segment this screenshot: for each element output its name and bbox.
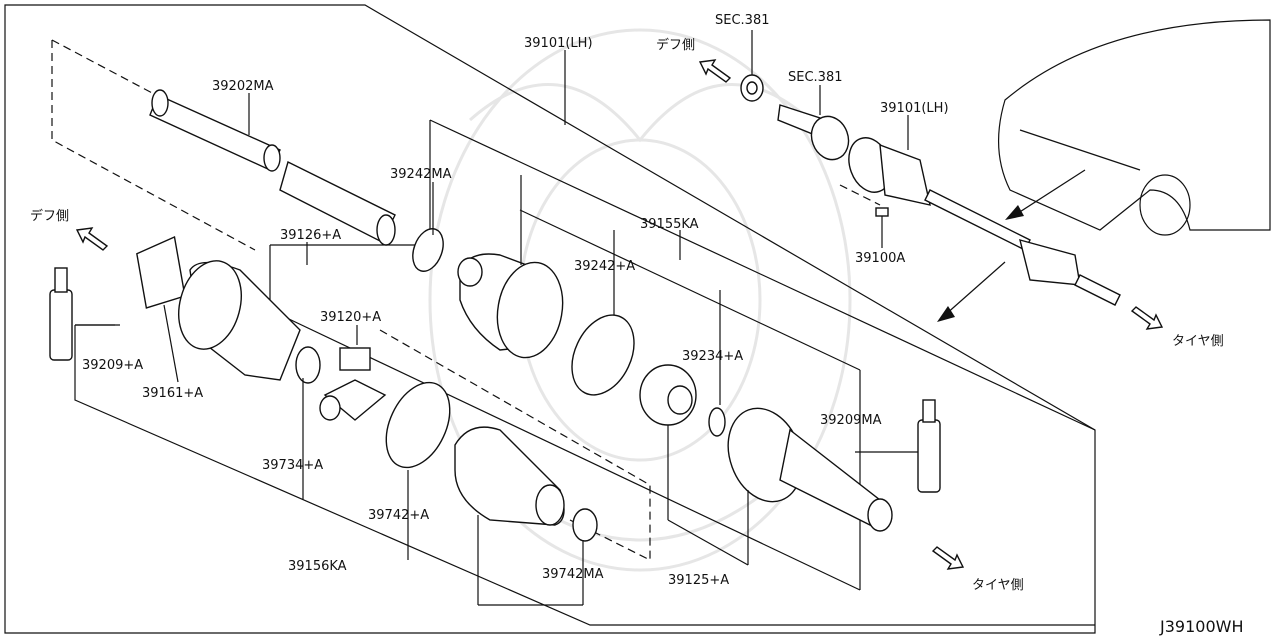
grease-tube-39209A [49,267,73,361]
label-39242A: 39242+A [574,259,635,274]
label-tire-side-bottom: タイヤ側 [972,578,1024,593]
flange-sec381 [777,104,850,161]
label-diff-side-top: デフ側 [656,37,695,53]
label-tire-side-right: タイヤ側 [1172,334,1224,349]
label-39202MA: 39202MA [212,79,274,94]
diff-arrow-left-icon [75,227,109,251]
housing-39161 [136,235,301,381]
band-39742A [385,381,451,469]
band-39242A [571,314,635,396]
grease-tube-39209MA [917,399,941,493]
tire-arrow-bottom-icon [931,546,965,570]
diagram-code: J39100WH [1159,617,1243,636]
spider-39120 [319,347,387,421]
label-39161A: 39161+A [142,386,203,401]
label-39209A: 39209+A [82,358,143,373]
label-39209MA: 39209MA [820,413,882,428]
tire-arrow-right-icon [1130,306,1164,330]
bolt-39100A [875,207,889,232]
label-39100A: 39100A [855,251,905,266]
boot-lower [454,426,565,526]
label-39126A: 39126+A [280,228,341,243]
label-39101LH-mid: 39101(LH) [880,101,949,116]
seal-secant381 [740,74,764,102]
label-39234A: 39234+A [682,349,743,364]
watermark-emblem [428,28,852,572]
boot-upper [457,253,564,359]
leader-lines [75,30,918,606]
circlip-39234 [708,407,726,437]
pointer-arrows [937,169,1086,322]
label-39120A: 39120+A [320,310,381,325]
label-39101LH-top: 39101(LH) [524,36,593,51]
inner-race-39125 [639,364,697,426]
shaft-39202MA [149,89,396,246]
band-39242MA [412,228,444,272]
label-39125A: 39125+A [668,573,729,588]
outer-joint [727,407,893,532]
band-39742MA [572,508,598,542]
label-39156KA: 39156KA [288,559,347,574]
label-39242MA: 39242MA [390,167,452,182]
frame [4,4,1096,634]
diff-arrow-top-icon [698,59,732,83]
snap-ring-39734 [295,346,321,384]
label-39742MA: 39742MA [542,567,604,582]
label-sec381-b: SEC.381 [788,70,843,85]
label-39742A: 39742+A [368,508,429,523]
car-outline [998,19,1271,236]
label-sec381-a: SEC.381 [715,13,770,28]
label-diff-side-left: デフ側 [30,208,69,224]
driveshaft-39101 [848,137,1121,306]
label-39155KA: 39155KA [640,217,699,232]
label-39734A: 39734+A [262,458,323,473]
group-box-39101 [429,119,1096,431]
